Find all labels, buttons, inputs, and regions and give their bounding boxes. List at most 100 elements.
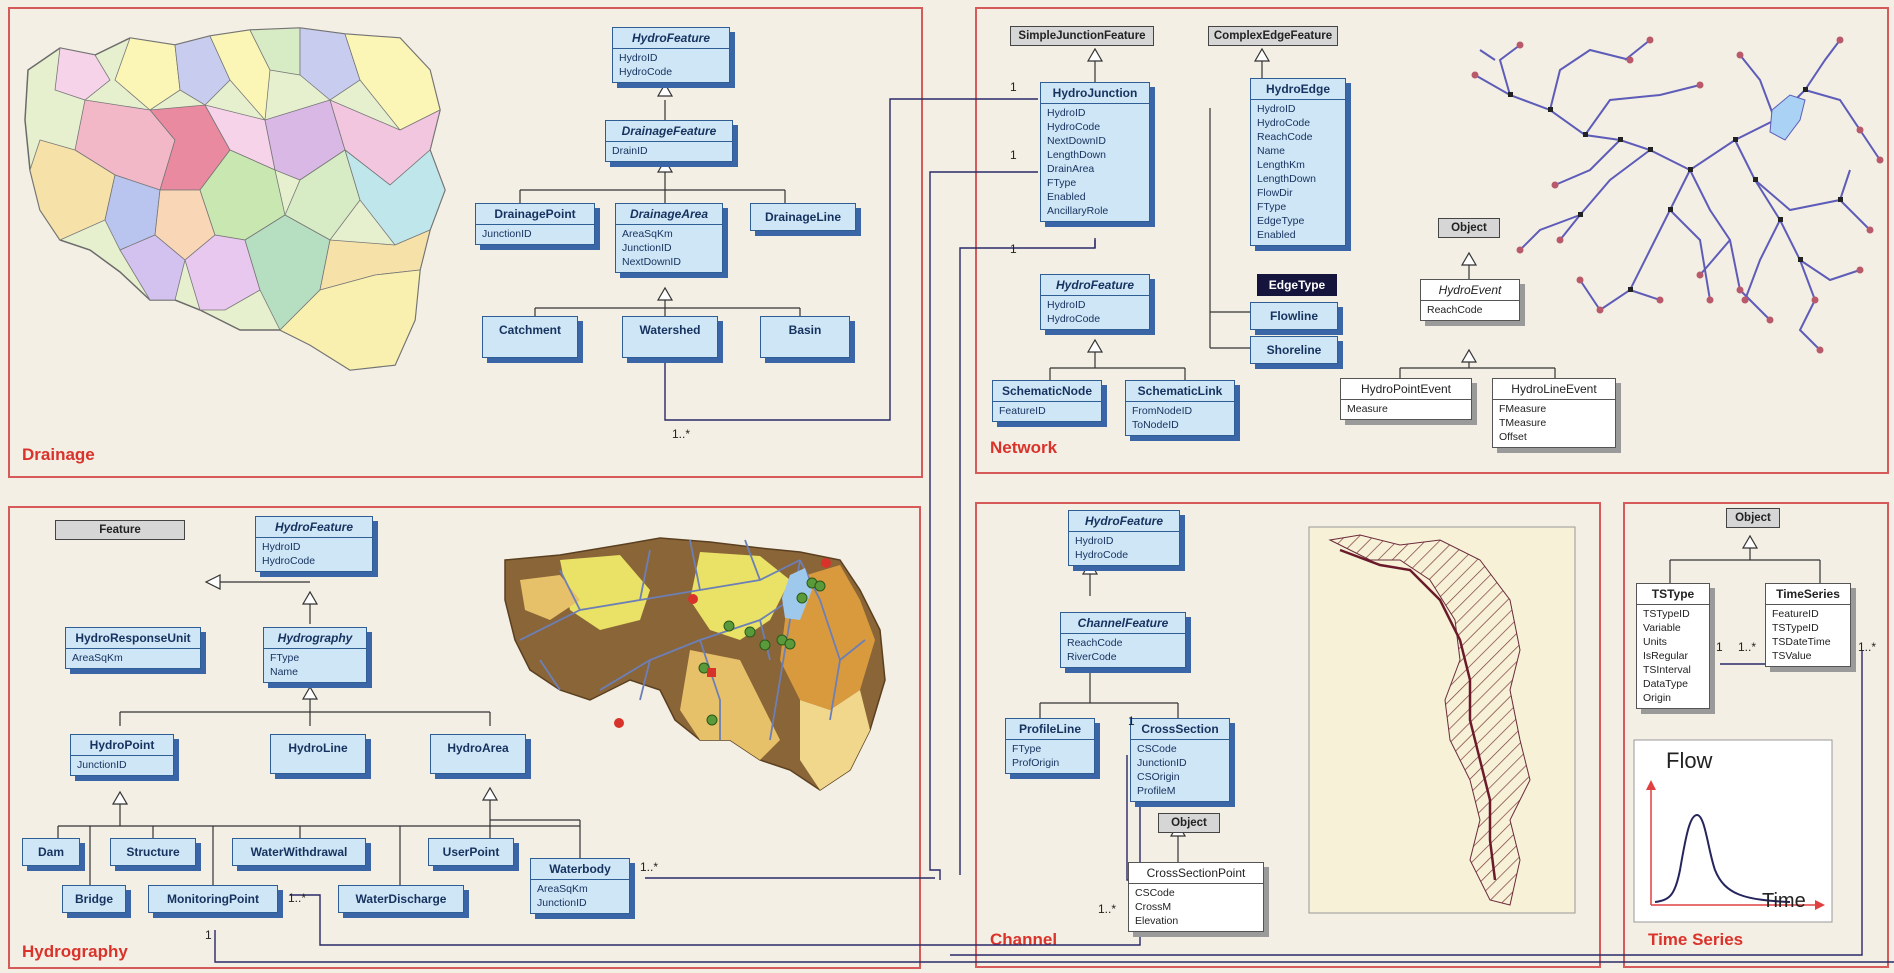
flowline-class[interactable]: Flowline <box>1250 302 1338 330</box>
attr: AncillaryRole <box>1047 205 1109 217</box>
ts-multiplicity-one: 1 <box>1716 640 1723 654</box>
hydro-point-class[interactable]: HydroPoint JunctionID <box>70 734 174 776</box>
shoreline-class[interactable]: Shoreline <box>1250 336 1338 364</box>
edge-type-domain[interactable]: EdgeType <box>1257 274 1337 296</box>
user-point-class[interactable]: UserPoint <box>428 838 514 866</box>
time-series-panel <box>1623 502 1889 968</box>
attr: NextDownID <box>622 256 681 268</box>
waterbody-multiplicity: 1..* <box>640 860 659 874</box>
hydro-point-event-class[interactable]: HydroPointEvent Measure <box>1340 378 1472 420</box>
class-name: TimeSeries <box>1766 584 1850 605</box>
attr: Units <box>1643 636 1667 648</box>
class-name: Watershed <box>639 323 701 337</box>
attr: LengthKm <box>1257 159 1305 171</box>
drainage-point-class[interactable]: DrainagePoint JunctionID <box>475 203 595 245</box>
feature-class[interactable]: Feature <box>55 520 185 540</box>
monitoring-point-class[interactable]: MonitoringPoint <box>148 885 278 913</box>
class-name: CrossSectionPoint <box>1129 863 1263 884</box>
class-name: HydroJunction <box>1041 83 1149 104</box>
network-panel <box>975 7 1889 474</box>
class-name: WaterDischarge <box>355 892 447 906</box>
class-name: Waterbody <box>531 859 629 880</box>
attr: JunctionID <box>1137 757 1187 769</box>
complex-edge-feature-class[interactable]: ComplexEdgeFeature <box>1208 26 1338 46</box>
class-name: HydroFeature <box>1069 511 1179 532</box>
attr: CSCode <box>1137 743 1177 755</box>
class-name: UserPoint <box>442 845 500 859</box>
attr: RiverCode <box>1067 651 1117 663</box>
hydro-line-class[interactable]: HydroLine <box>270 734 366 774</box>
network-river-map <box>1474 39 1881 351</box>
bridge-class[interactable]: Bridge <box>62 885 126 913</box>
dam-class[interactable]: Dam <box>22 838 80 866</box>
channel-panel <box>975 502 1601 968</box>
attr: AreaSqKm <box>537 883 588 895</box>
attr: JunctionID <box>77 759 127 771</box>
schematic-node-class[interactable]: SchematicNode FeatureID <box>992 380 1102 422</box>
hydro-area-class[interactable]: HydroArea <box>430 734 526 774</box>
class-name: HydroEdge <box>1251 79 1345 100</box>
watershed-multiplicity: 1..* <box>672 427 691 441</box>
structure-class[interactable]: Structure <box>110 838 196 866</box>
basin-class[interactable]: Basin <box>760 316 850 358</box>
hydrography-streams <box>519 539 866 741</box>
attr: LengthDown <box>1257 173 1316 185</box>
ts-object-class[interactable]: Object <box>1726 508 1780 528</box>
water-discharge-class[interactable]: WaterDischarge <box>338 885 464 913</box>
attr: FType <box>1047 177 1077 189</box>
class-name: DrainageLine <box>764 210 842 224</box>
attr: HydroID <box>1257 103 1296 115</box>
drainage-line-class[interactable]: DrainageLine <box>750 203 856 231</box>
watershed-class[interactable]: Watershed <box>622 316 718 358</box>
time-label: Time <box>1762 890 1806 912</box>
attr: JunctionID <box>482 228 532 240</box>
class-name: MonitoringPoint <box>167 892 259 906</box>
class-name: Bridge <box>74 892 113 906</box>
hydro-event-class[interactable]: HydroEvent ReachCode <box>1420 279 1520 321</box>
monitoring-multiplicity: 1..* <box>288 891 307 905</box>
hydrography-points-green <box>698 577 826 726</box>
attr: CSCode <box>1135 887 1175 899</box>
catchment-class[interactable]: Catchment <box>482 316 578 358</box>
class-name: HydroFeature <box>613 28 729 49</box>
attr: AreaSqKm <box>72 652 123 664</box>
water-withdrawal-class[interactable]: WaterWithdrawal <box>232 838 366 866</box>
attr: HydroID <box>1075 535 1114 547</box>
network-junctions <box>1508 87 1843 292</box>
class-name: Basin <box>788 323 822 337</box>
network-nodes <box>1471 36 1884 354</box>
network-title: Network <box>990 438 1058 457</box>
simple-junction-feature-class[interactable]: SimpleJunctionFeature <box>1010 26 1154 46</box>
channel-object-class[interactable]: Object <box>1158 813 1220 833</box>
class-name: SchematicNode <box>993 381 1101 402</box>
attr: Enabled <box>1257 229 1296 241</box>
drainage-feature-class[interactable]: DrainageFeature DrainID <box>605 120 733 162</box>
network-object-class[interactable]: Object <box>1438 218 1500 238</box>
attr: JunctionID <box>622 242 672 254</box>
hydro-response-unit-class[interactable]: HydroResponseUnit AreaSqKm <box>65 627 201 669</box>
attr: HydroCode <box>1257 117 1311 129</box>
class-name: HydroEvent <box>1421 280 1519 301</box>
attr: CrossM <box>1135 901 1172 913</box>
attr: ReachCode <box>1427 304 1483 316</box>
class-name: HydroArea <box>447 741 509 755</box>
cross-section-multiplicity-one: 1 <box>1128 714 1135 728</box>
attr: HydroID <box>1047 107 1086 119</box>
